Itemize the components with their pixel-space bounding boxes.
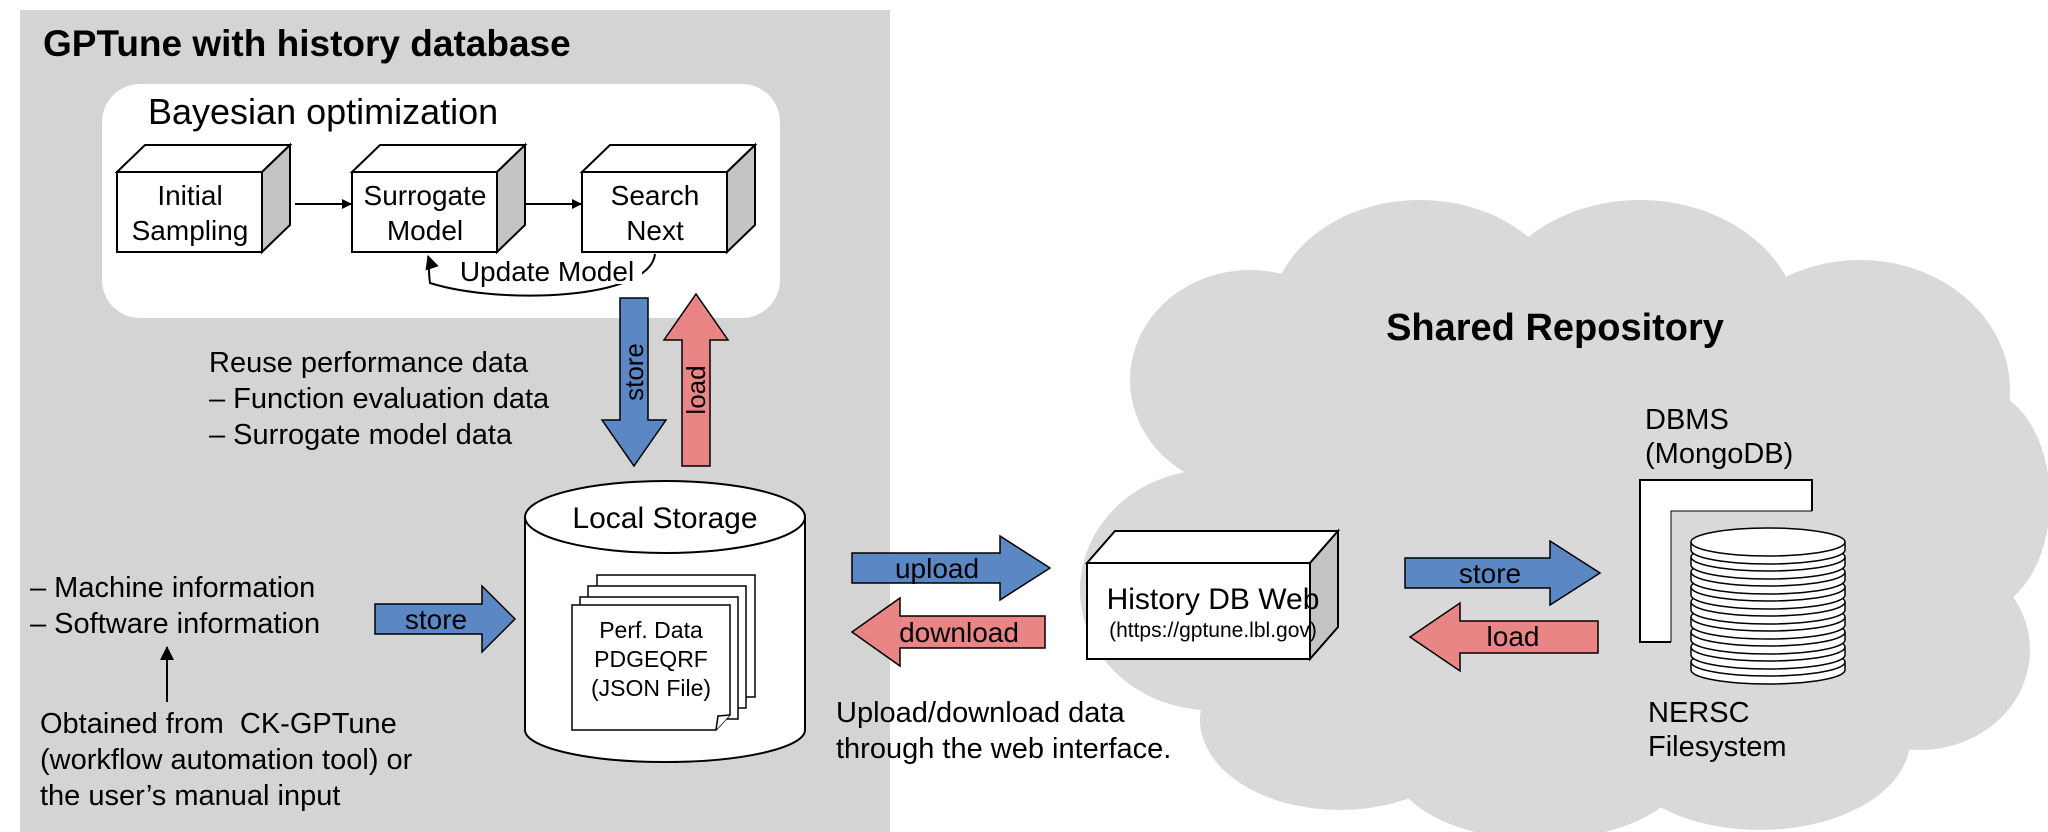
load-arrow-right: load xyxy=(1408,601,1599,673)
svg-text:Sampling: Sampling xyxy=(132,215,249,246)
svg-text:(JSON File): (JSON File) xyxy=(591,675,711,701)
json-file-stack: Perf. Data PDGEQRF (JSON File) xyxy=(571,574,756,731)
search-next-box: Search Next xyxy=(579,142,758,255)
dbms-line-2: (MongoDB) xyxy=(1645,438,1793,470)
bayesian-title: Bayesian optimization xyxy=(148,91,498,132)
reuse-line-1: Reuse performance data xyxy=(209,347,529,379)
svg-text:Perf. Data: Perf. Data xyxy=(599,617,703,643)
update-model-label: Update Model xyxy=(460,256,634,287)
svg-text:Model: Model xyxy=(387,215,463,246)
svg-text:store: store xyxy=(619,343,649,401)
software-info: – Software information xyxy=(30,608,320,640)
svg-text:Next: Next xyxy=(626,215,684,246)
history-db-title: History DB Web xyxy=(1107,583,1320,616)
svg-text:store: store xyxy=(405,604,467,635)
history-db-web-box: History DB Web (https://gptune.lbl.gov) xyxy=(1084,528,1341,662)
dbms-line-1: DBMS xyxy=(1645,404,1729,436)
svg-text:store: store xyxy=(1459,558,1521,589)
database-disk-stack-icon xyxy=(1690,527,1846,685)
load-arrow-up: load xyxy=(662,292,730,467)
svg-text:download: download xyxy=(899,617,1019,648)
shared-repository-title: Shared Repository xyxy=(1386,307,1724,349)
nersc-line-2: Filesystem xyxy=(1648,731,1787,763)
local-storage-title: Local Storage xyxy=(572,502,757,535)
upload-arrow: upload xyxy=(851,534,1052,602)
obtained-line-1: Obtained from CK-GPTune xyxy=(40,708,397,740)
machine-info: – Machine information xyxy=(30,572,315,604)
store-arrow-down: store xyxy=(600,297,668,468)
store-arrow-right: store xyxy=(1404,539,1602,607)
svg-text:upload: upload xyxy=(895,553,979,584)
svg-text:load: load xyxy=(1487,621,1540,652)
svg-text:Surrogate: Surrogate xyxy=(364,180,487,211)
svg-text:Search: Search xyxy=(611,180,700,211)
surrogate-model-box: Surrogate Model xyxy=(349,142,528,255)
svg-text:load: load xyxy=(681,365,711,414)
web-note-line-1: Upload/download data xyxy=(836,697,1125,729)
shared-repository-cloud xyxy=(1080,200,2048,832)
web-note-line-2: through the web interface. xyxy=(836,733,1171,765)
download-arrow: download xyxy=(850,596,1046,668)
store-arrow-left: store xyxy=(374,584,517,654)
obtained-line-2: (workflow automation tool) or xyxy=(40,744,413,776)
initial-sampling-box: Initial Sampling xyxy=(114,142,293,255)
nersc-line-1: NERSC xyxy=(1648,697,1750,729)
disk-platter-top xyxy=(1690,527,1846,557)
svg-text:Initial: Initial xyxy=(157,180,222,211)
history-db-url: (https://gptune.lbl.gov) xyxy=(1109,619,1317,642)
obtained-line-3: the user’s manual input xyxy=(40,780,340,812)
reuse-line-3: – Surrogate model data xyxy=(209,419,513,451)
reuse-line-2: – Function evaluation data xyxy=(209,383,550,415)
svg-text:PDGEQRF: PDGEQRF xyxy=(594,646,708,672)
panel-title: GPTune with history database xyxy=(43,23,571,64)
